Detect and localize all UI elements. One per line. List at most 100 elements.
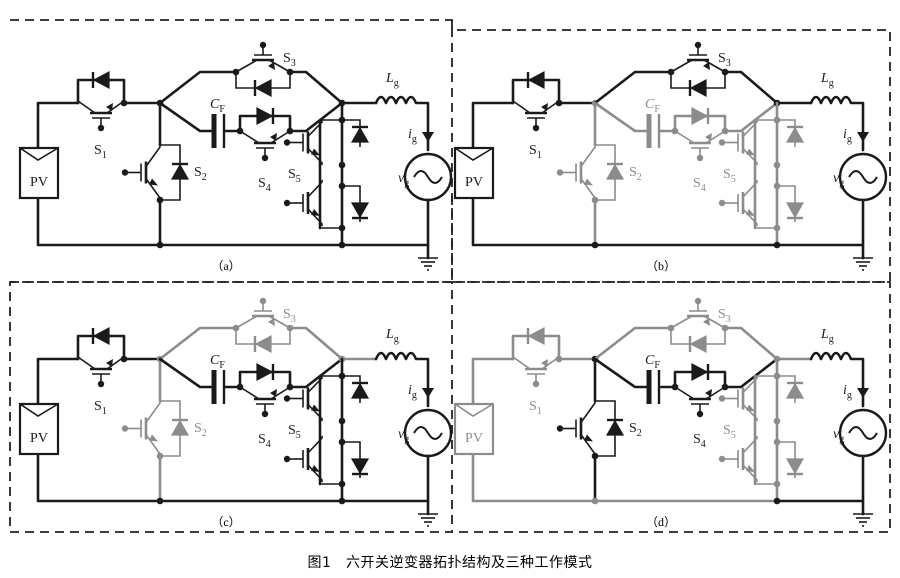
diode-triangle xyxy=(691,107,709,125)
igbt-collector xyxy=(239,130,260,144)
s5-igbt-upper xyxy=(718,120,758,165)
s5-diode-lower-lead xyxy=(777,441,796,478)
cf-left-wire xyxy=(593,357,649,389)
s3-label: S3 xyxy=(283,51,296,69)
igbt-arrow xyxy=(746,465,755,472)
ig-label: ig xyxy=(843,127,852,145)
s1-diode xyxy=(526,327,545,345)
igbt-arrow xyxy=(311,404,320,412)
junction-dot xyxy=(721,383,729,391)
s4-right-wire xyxy=(723,357,779,389)
vg-label: vg xyxy=(398,427,409,445)
igbt-collector xyxy=(307,436,323,454)
figure-caption: 图1 六开关逆变器拓扑结构及三种工作模式 xyxy=(307,555,593,571)
lg-label: Lg xyxy=(820,71,834,89)
pv-bottom-wire xyxy=(471,196,597,247)
junction-dot xyxy=(156,196,164,204)
ig-arrow xyxy=(422,132,434,142)
junction-dot xyxy=(773,224,781,232)
junction-dot xyxy=(259,297,267,305)
s1-igbt xyxy=(77,356,125,388)
frame-b xyxy=(451,20,891,283)
junction-dot xyxy=(667,68,675,76)
junction-dot xyxy=(773,417,781,425)
igbt-arrow xyxy=(106,359,113,367)
diode-triangle xyxy=(256,107,274,125)
igbt-arrow xyxy=(149,178,158,186)
s3-diode xyxy=(688,335,707,353)
pv-bottom-wire xyxy=(36,452,162,503)
igbt-arrow xyxy=(703,318,710,326)
junction-dot xyxy=(671,383,679,391)
junction-dot xyxy=(283,395,291,402)
igbt-collector xyxy=(742,120,758,138)
s3-diode xyxy=(688,79,707,97)
igbt-collector xyxy=(77,100,96,114)
ig-label: ig xyxy=(408,383,417,401)
cf-left-wire xyxy=(158,357,214,389)
igbt-collector xyxy=(235,59,258,73)
junction-dot xyxy=(694,41,702,49)
ig-label: ig xyxy=(843,383,852,401)
junction-dot xyxy=(338,224,346,232)
s3-label: S3 xyxy=(718,51,731,69)
igbt-collector xyxy=(674,386,695,400)
pv-label: PV xyxy=(30,431,48,446)
igbt-arrow xyxy=(584,178,593,186)
s1-label: S1 xyxy=(529,143,542,161)
igbt-arrow xyxy=(270,389,277,397)
s5-igbt-upper xyxy=(283,376,323,421)
junction-dot xyxy=(97,124,105,132)
junction-dot xyxy=(773,372,781,380)
pv-panel-box xyxy=(453,402,495,456)
junction-dot xyxy=(156,497,164,505)
igbt-collector xyxy=(742,376,758,394)
s3-left-wire xyxy=(158,70,238,105)
junction-dot xyxy=(338,372,346,380)
panel-label-a: （a） xyxy=(211,259,240,273)
igbt-collector xyxy=(145,145,161,167)
ig-arrow xyxy=(422,388,434,398)
junction-dot xyxy=(721,324,729,332)
junction-dot xyxy=(338,116,346,124)
junction-dot xyxy=(156,241,164,249)
pv-panel-box xyxy=(18,402,60,456)
junction-dot xyxy=(591,452,599,460)
junction-dot xyxy=(286,383,294,391)
junction-dot xyxy=(338,480,346,488)
junction-dot xyxy=(121,425,129,432)
junction-dot xyxy=(261,410,269,418)
junction-dot xyxy=(718,395,726,402)
s1-label: S1 xyxy=(94,143,107,161)
pv-panel-mark xyxy=(454,147,494,161)
diode-triangle xyxy=(92,327,110,345)
junction-dot xyxy=(556,425,564,432)
s1-igbt xyxy=(512,356,560,388)
s5-diode-upper-lead xyxy=(342,375,361,403)
s2-diode xyxy=(170,162,190,180)
pv-label: PV xyxy=(465,431,483,446)
diode-triangle xyxy=(92,71,110,89)
diode-triangle xyxy=(605,163,625,180)
igbt-arrow xyxy=(746,209,755,216)
s3-igbt xyxy=(235,41,291,73)
panel-label-c: （c） xyxy=(211,515,240,529)
s4-igbt xyxy=(239,130,291,162)
igbt-collector xyxy=(742,436,758,454)
junction-dot xyxy=(338,182,346,190)
junction-dot xyxy=(286,68,294,76)
s4-label: S4 xyxy=(693,176,706,194)
igbt-emitter xyxy=(703,59,726,73)
s3-right-wire xyxy=(723,70,779,105)
pv-top-wire xyxy=(471,357,515,406)
igbt-emitter xyxy=(705,386,726,400)
junction-dot xyxy=(286,127,294,135)
igbt-collector xyxy=(512,100,531,114)
cf-label: CF xyxy=(210,97,225,115)
s2-label: S2 xyxy=(194,421,207,439)
s1-label: S1 xyxy=(529,399,542,417)
s5-igbt-upper xyxy=(718,376,758,421)
igbt-emitter xyxy=(270,386,291,400)
